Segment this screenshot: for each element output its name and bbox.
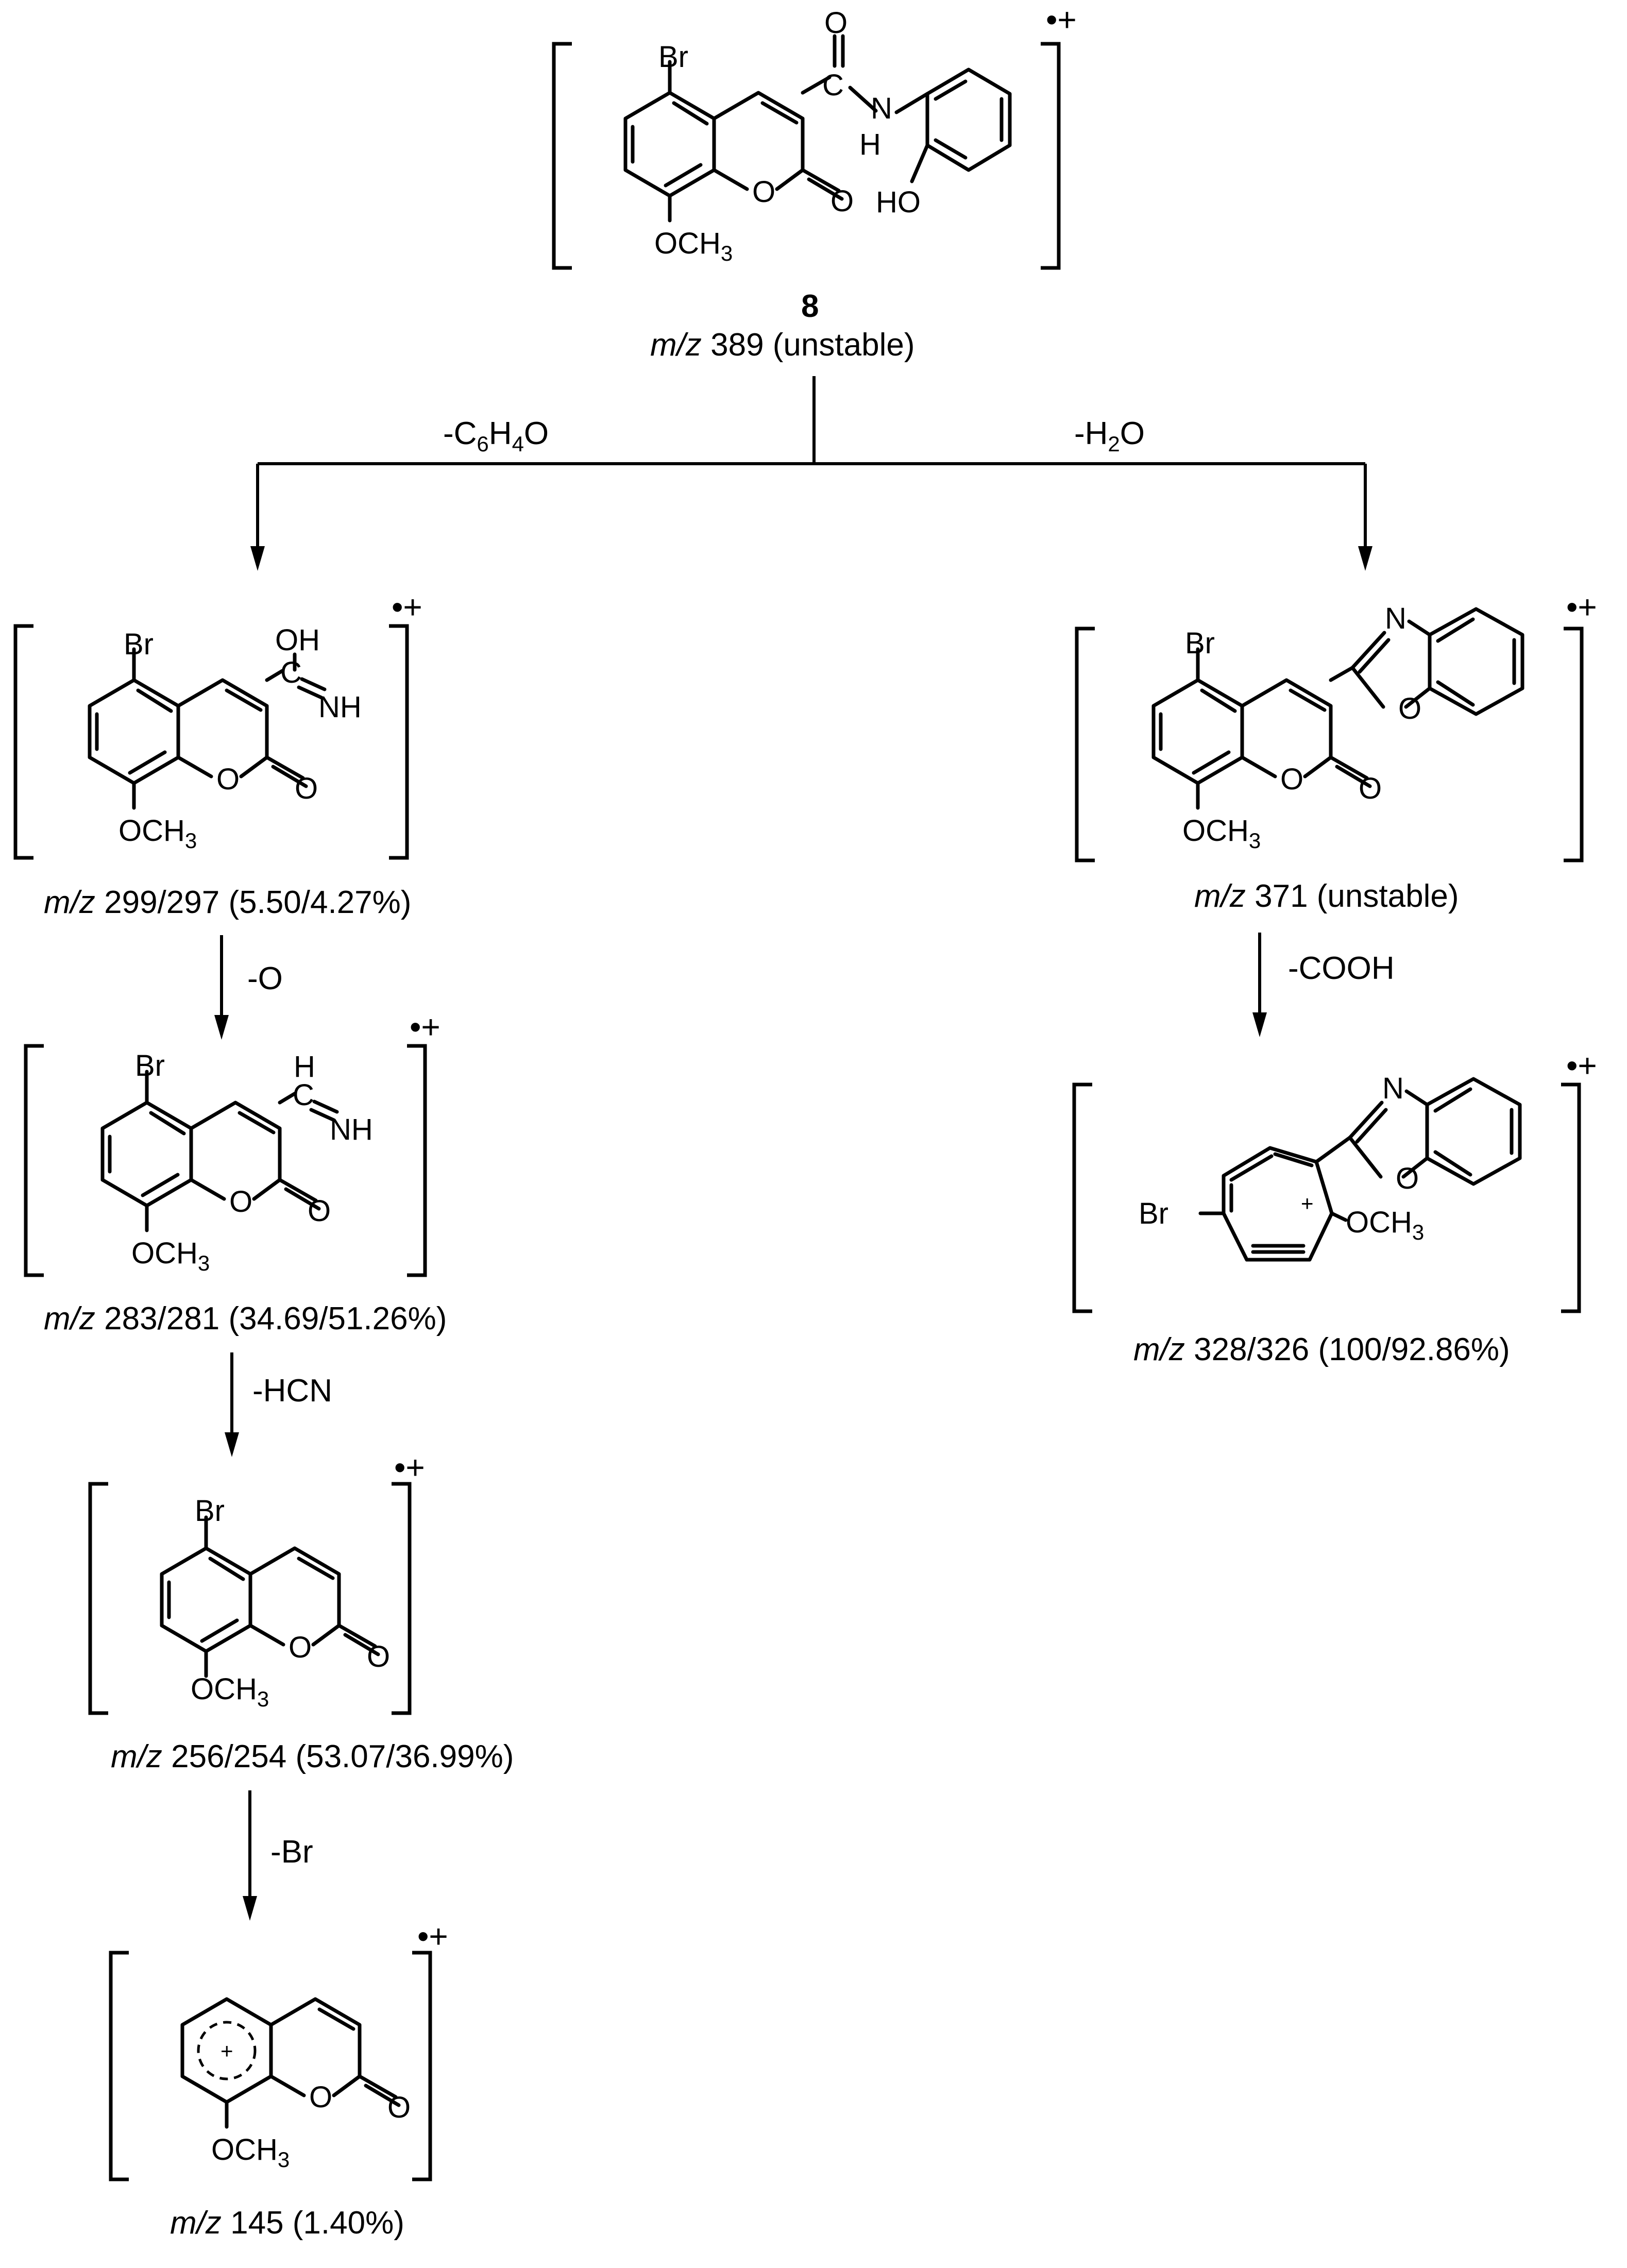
ring-charge-label: + — [221, 2039, 233, 2063]
amide-nitrogen-label: N — [871, 92, 892, 125]
radical-cation-charge: •+ — [1566, 1047, 1597, 1084]
loss-label-hcn: -HCN — [252, 1373, 332, 1409]
imine-nh-label: NH — [318, 690, 362, 724]
methoxy-label: OCH3 — [118, 814, 197, 853]
loss-label-h2o: -H2O — [1074, 416, 1145, 456]
oxazole-nitrogen-label: N — [1382, 1072, 1404, 1105]
bromine-label: Br — [124, 628, 154, 661]
loss-label-cooh: -COOH — [1288, 951, 1395, 986]
ring-oxygen-label: O — [1280, 763, 1303, 796]
ring-oxygen-label: O — [309, 2080, 332, 2114]
fragment-mz-371: •+ Br O O OCH3 N O m/z 371 (unstable) — [1075, 588, 1597, 914]
oxazole-nitrogen-label: N — [1385, 602, 1406, 635]
hydroxyl-label: OH — [275, 623, 320, 657]
carbonyl-oxygen-label: O — [295, 772, 318, 805]
fragment-mz-283: •+ Br O O OCH3 C H NH m/z 283/281 (34.69… — [24, 1008, 447, 1336]
radical-cation-charge: •+ — [417, 1918, 448, 1955]
phenol-hydroxyl-label: HO — [876, 185, 921, 219]
bracket-left — [24, 1044, 44, 1277]
imidic-carbon-label: C — [280, 656, 302, 689]
amide-hydrogen-label: H — [859, 128, 881, 161]
ring-charge-label: + — [1301, 1191, 1314, 1215]
bromine-label: Br — [1185, 627, 1215, 660]
fragment-mz-299: •+ Br O O OCH3 C OH NH m/z 299/297 (5.50… — [13, 588, 422, 920]
mz-caption-389: m/z 389 (unstable) — [650, 327, 914, 363]
fragment-mz-328: •+ + Br OCH3 N O m/z 328/326 (100/92.86%… — [1072, 1047, 1597, 1367]
mz-caption-328: m/z 328/326 (100/92.86%) — [1133, 1332, 1510, 1367]
methoxy-label: OCH3 — [1346, 1206, 1424, 1244]
bracket-left — [1072, 1082, 1092, 1313]
amide-oxygen-label: O — [824, 6, 848, 40]
fragment-mz-256: •+ Br O O OCH3 m/z 256/254 (53.07/36.99%… — [88, 1449, 514, 1774]
mz-caption-283: m/z 283/281 (34.69/51.26%) — [44, 1301, 447, 1336]
loss-label-br: -Br — [270, 1834, 313, 1870]
ring-oxygen-label: O — [216, 763, 240, 796]
bromine-label: Br — [135, 1049, 165, 1082]
bracket-left — [13, 624, 33, 860]
amide-carbon-label: C — [822, 69, 844, 102]
radical-cation-charge: •+ — [1566, 588, 1597, 625]
bracket-right — [1561, 1082, 1581, 1313]
delocalized-ring — [197, 2021, 257, 2080]
bracket-right — [412, 1951, 432, 2181]
mz-caption-256: m/z 256/254 (53.07/36.99%) — [111, 1739, 514, 1774]
radical-cation-charge: •+ — [394, 1449, 425, 1486]
ring-oxygen-label: O — [752, 175, 775, 209]
bracket-left — [109, 1951, 129, 2181]
methoxy-label: OCH3 — [654, 227, 733, 265]
loss-label-o: -O — [247, 961, 283, 996]
bracket-right — [1041, 42, 1061, 270]
methoxy-label: OCH3 — [1182, 814, 1261, 853]
methoxy-label: OCH3 — [211, 2133, 290, 2172]
compound-8: •+ Br O O OCH3 C O N H HO 8 m/z 389 (uns… — [552, 1, 1077, 363]
oxazole-oxygen-label: O — [1398, 692, 1421, 725]
bromine-label: Br — [195, 1494, 225, 1528]
bracket-left — [552, 42, 572, 270]
ring-oxygen-label: O — [229, 1185, 252, 1218]
fragment-mz-145: •+ + O O OCH3 m/z 145 (1.40%) — [109, 1918, 448, 2241]
imine-carbon-label: C — [293, 1078, 314, 1112]
radical-cation-charge: •+ — [1046, 1, 1077, 38]
bracket-right — [389, 624, 409, 860]
carbonyl-oxygen-label: O — [831, 184, 854, 218]
carbonyl-oxygen-label: O — [308, 1194, 331, 1228]
mz-caption-145: m/z 145 (1.40%) — [170, 2205, 404, 2241]
loss-label-c6h4o: -C6H4O — [443, 416, 549, 456]
carbonyl-oxygen-label: O — [367, 1640, 390, 1673]
methoxy-label: OCH3 — [191, 1672, 269, 1711]
radical-cation-charge: •+ — [410, 1008, 440, 1045]
bracket-left — [1075, 627, 1095, 862]
bracket-right — [1564, 627, 1584, 862]
bromine-label: Br — [1139, 1197, 1168, 1230]
radical-cation-charge: •+ — [392, 588, 422, 625]
imine-nh-label: NH — [330, 1113, 373, 1146]
carbonyl-oxygen-label: O — [1359, 772, 1382, 805]
bracket-left — [88, 1482, 108, 1715]
oxazole-oxygen-label: O — [1396, 1162, 1419, 1195]
ring-oxygen-label: O — [289, 1631, 312, 1664]
bromine-label: Br — [658, 40, 688, 74]
imine-hydrogen-label: H — [294, 1050, 315, 1084]
bracket-right — [407, 1044, 427, 1277]
compound-number: 8 — [801, 289, 819, 324]
methoxy-label: OCH3 — [131, 1237, 210, 1275]
mz-caption-371: m/z 371 (unstable) — [1194, 878, 1459, 914]
bracket-right — [392, 1482, 412, 1715]
mz-caption-299: m/z 299/297 (5.50/4.27%) — [44, 885, 411, 920]
carbonyl-oxygen-label: O — [387, 2091, 411, 2124]
branch-arrows: -C6H4O -H2O — [250, 376, 1372, 571]
